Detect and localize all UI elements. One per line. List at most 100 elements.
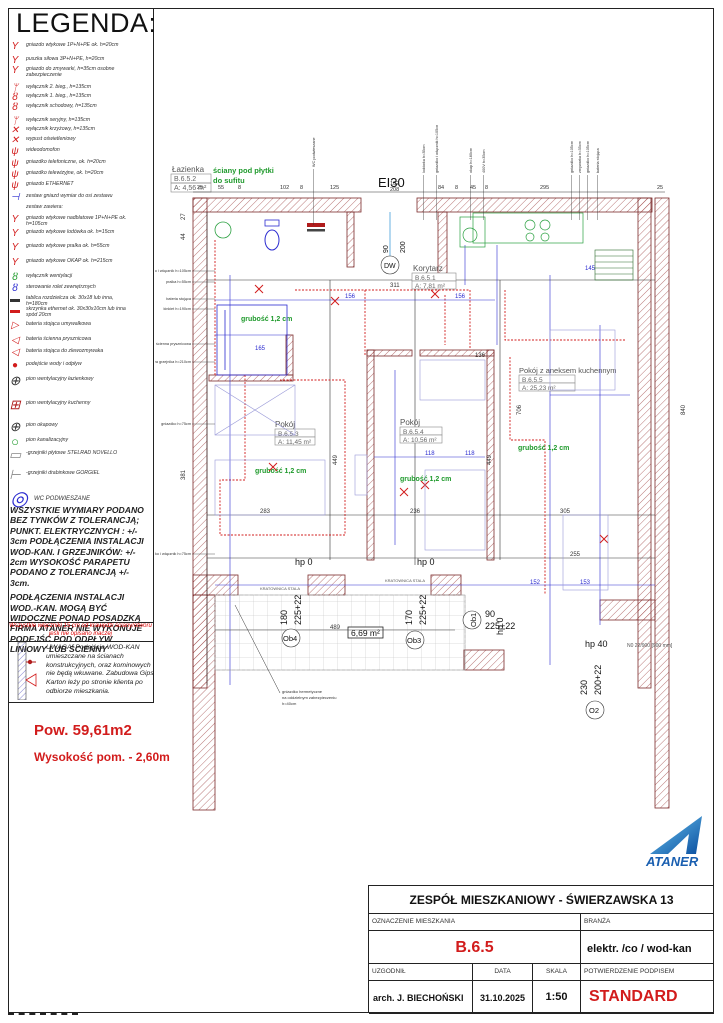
bathroom-label: Łazienka B.6.5.2 A: 4,56 m² (170, 165, 212, 193)
dimension-label: 25 (197, 185, 203, 191)
note-connections: PODŁĄCZENIA INSTALACJI WOD.-KAN. MOGĄ BY… (10, 592, 143, 655)
room-name: Łazienka (172, 165, 205, 174)
legend-item-label: skrzynka ethernet ok. 30x30x10cm lub inn… (26, 306, 126, 318)
dimension-label: 102 (280, 185, 289, 191)
legend-item: ◁bateria stojąca do zlewozmywaka (8, 348, 103, 358)
balcony-socket-note: gniazdko hermetyczne (282, 689, 323, 694)
walls (192, 197, 670, 811)
switch-note: Wszystkie włączniki 15 cm od krawędzi śc… (8, 622, 153, 642)
window-ob4: hp 0 180 225+22 Ob4 (279, 557, 313, 648)
labels-row-1: OZNACZENIE MIESZKANIA BRANŻA (369, 914, 714, 931)
legend-panel (8, 8, 154, 703)
legend-item-label: wyłącznik krzyżowy, h=135cm (26, 126, 95, 132)
legend-item-label: puszka siłowa 3P+N+PE, h=20cm (26, 56, 105, 62)
date-label: DATA (494, 968, 511, 975)
legend-item: ✕wypust oświetleniowy (8, 136, 76, 146)
legend-item-label: gniazdo wtykowe 1P+N+PE ok. h=20cm (26, 42, 119, 48)
svg-text:hp 0: hp 0 (417, 557, 435, 567)
room-label-living-kitchen: Pokój z aneksem kuchennym B.6.5.5 A: 25,… (518, 366, 617, 392)
fridge-socket-icon: Y (11, 228, 19, 239)
top-annotation: lodówka h=35cm (422, 144, 426, 173)
svg-text:305: 305 (560, 509, 571, 515)
side-annotation: pralka h=55cm (166, 280, 191, 284)
svg-text:170: 170 (404, 610, 414, 625)
fan-switch-icon: ȣ (11, 272, 19, 283)
room-name: Korytarz (413, 264, 443, 273)
title-block: ZESPÓŁ MIESZKANIOWY - ŚWIERZAWSKA 13 OZN… (368, 885, 714, 1014)
dimension-label: 8 (455, 185, 458, 191)
legend-item-label: wyłącznik wentylacji (26, 273, 73, 279)
dimension-label: 295 (540, 185, 549, 191)
legend-item-label: gniazdko telefoniczne, ok. h=20cm (26, 159, 106, 165)
distribution-board-icon: ▬ (10, 294, 20, 305)
wall-wc-icon: ◎ (10, 488, 28, 510)
svg-text:N0 22/900 [900 mm]: N0 22/900 [900 mm] (627, 643, 673, 649)
shower-tray (216, 304, 288, 376)
distribution-board-icon (307, 223, 325, 227)
top-annotation: WC podwieszane (312, 137, 316, 167)
svg-text:225+22: 225+22 (485, 621, 515, 631)
room-id: B.6.5.1 (415, 275, 436, 282)
svg-text:156: 156 (455, 294, 466, 300)
total-area: Pow. 59,61m2 (34, 722, 132, 739)
svg-text:O2: O2 (589, 706, 599, 715)
legend-item: ○ pion kanalizacyjny (8, 434, 69, 449)
dishwasher-socket-icon: Y (11, 65, 19, 76)
top-annotation: zmywarka h=35cm (578, 141, 582, 173)
legend-item-label: gniazdo wtykowe nadblatowe 1P+N+PE ok. h… (26, 215, 127, 227)
room-label-room-2: Pokój B.6.5.4 A: 10,56 m² (399, 418, 443, 444)
svg-text:hp 0: hp 0 (495, 617, 505, 635)
dimension-label: 55 (218, 185, 224, 191)
svg-text:hp 0: hp 0 (295, 557, 313, 567)
svg-text:grubość 1,2 cm: grubość 1,2 cm (518, 445, 569, 452)
dimension-label: 84 (438, 185, 444, 191)
approved-by: arch. J. BIECHOŃSKI (369, 981, 473, 1013)
kitchen-vent-icon: ⊞ (9, 397, 21, 412)
window-ob3: hp 0 170 225+22 Ob3 (404, 557, 435, 650)
light-outlets (254, 284, 609, 544)
side-dimension-labels: 27 44 381 449 449 706 840 (181, 213, 687, 480)
dimension-label: 8 (238, 185, 241, 191)
legend-title: LEGENDA: (16, 8, 157, 38)
floor-thickness-labels: grubość 1,2 cm grubość 1,2 cm grubość 1,… (241, 316, 569, 483)
videophone-icon: ψ (11, 146, 19, 157)
socket-icon: Y (11, 41, 19, 52)
room-name: Pokój (275, 420, 295, 429)
tv-socket-icon: ψ (11, 169, 19, 180)
legend-item: ȣ wyłącznik wentylacji (8, 273, 72, 283)
legend-item-label: wideodomofon (26, 147, 60, 153)
furniture (214, 329, 616, 591)
warning-text: UWAGA! Podejścia WOD-KAN umieszczane na … (46, 644, 154, 695)
legend-item-label: gniazdo wtykowe lodówka ok. h=15cm (26, 229, 115, 235)
svg-text:na oddzielnym zabezpieczeniu: na oddzielnym zabezpieczeniu (282, 695, 336, 700)
room-id: B.6.5.5 (522, 377, 543, 384)
svg-text:grubość 1,2 cm: grubość 1,2 cm (400, 476, 451, 483)
room-id: B.6.5.4 (403, 429, 424, 436)
values-row-1: B.6.5 elektr. /co / wod-kan (369, 931, 714, 964)
scale-value: 1:50 (533, 981, 581, 1013)
legend-item-label: pion kanalizacyjny (26, 437, 69, 443)
switch-2-way-icon: ᛘ (12, 83, 18, 94)
values-row-2: arch. J. BIECHOŃSKI 31.10.2025 1:50 STAN… (369, 981, 714, 1014)
ethernet-box-icon: ▬ (10, 305, 20, 316)
legend-item: zestaw zawiera: (8, 204, 63, 214)
sewage-riser-icon: ○ (11, 434, 19, 449)
legend-item: ⊢-grzejniki drabinkowe GORGIEL (8, 468, 99, 481)
bathroom-fixtures (214, 219, 325, 376)
confirm-value: STANDARD (589, 988, 678, 1005)
legend-item-label: wypust oświetleniowy (26, 136, 76, 142)
shower-faucet-icon: ◁ (11, 335, 19, 346)
room-area: A: 10,56 m² (403, 437, 437, 444)
legend-item-label: bateria stojąca umywalkowa (26, 321, 91, 327)
svg-text:840: 840 (681, 404, 687, 415)
project-row: ZESPÓŁ MIESZKANIOWY - ŚWIERZAWSKA 13 (369, 886, 714, 914)
svg-text:200+22: 200+22 (593, 665, 603, 695)
svg-text:255: 255 (570, 552, 581, 558)
bathroom-vent-icon: ⊕ (9, 373, 21, 388)
